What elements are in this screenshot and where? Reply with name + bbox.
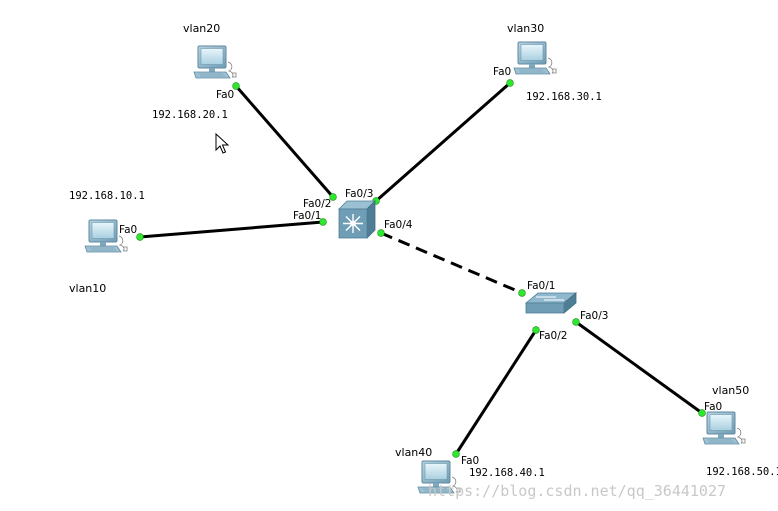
link-light <box>506 79 514 87</box>
link-light <box>136 233 144 241</box>
link-access-pc50 <box>575 320 703 415</box>
link-light <box>377 229 385 237</box>
multilayer-switch-icon[interactable] <box>338 200 376 239</box>
pc-icon[interactable] <box>193 45 237 79</box>
pc-icon[interactable] <box>702 411 746 445</box>
link-light <box>232 82 240 90</box>
link-light <box>532 326 540 334</box>
host-vlan-label: vlan20 <box>183 22 220 35</box>
link-access-pc40 <box>454 329 538 455</box>
host-port-label: Fa0 <box>493 66 511 78</box>
watermark-text: https://blog.csdn.net/qq_36441027 <box>428 482 726 500</box>
host-ip-label: 192.168.10.1 <box>69 190 145 202</box>
host-ip-label: 192.168.30.1 <box>526 91 602 103</box>
host-port-label: Fa0 <box>119 224 137 236</box>
link-pc10-core <box>139 220 324 239</box>
link-light <box>518 289 526 297</box>
host-vlan-label: vlan30 <box>507 22 544 35</box>
link-light <box>329 193 337 201</box>
core-port-label: Fa0/3 <box>345 188 373 200</box>
host-port-label: Fa0 <box>704 401 722 413</box>
core-port-label: Fa0/2 <box>303 198 331 210</box>
host-vlan-label: vlan40 <box>395 446 432 459</box>
access-port-label: Fa0/1 <box>527 280 555 292</box>
host-ip-label: 192.168.40.1 <box>469 467 545 479</box>
core-port-label: Fa0/4 <box>384 219 413 231</box>
access-port-label: Fa0/2 <box>539 330 567 342</box>
link-core-access[interactable] <box>380 231 523 295</box>
link-light <box>572 318 580 326</box>
link-light <box>319 218 327 226</box>
mouse-cursor-icon <box>215 132 230 154</box>
host-ip-label: 192.168.20.1 <box>152 109 228 121</box>
link-pc20-core <box>234 85 335 198</box>
pc-icon[interactable] <box>513 41 557 75</box>
host-vlan-label: vlan10 <box>69 282 106 295</box>
link-light <box>452 450 460 458</box>
link-light <box>698 409 706 417</box>
link-pc30-core <box>375 81 511 203</box>
host-vlan-label: vlan50 <box>712 384 749 397</box>
host-port-label: Fa0 <box>216 89 234 101</box>
link-lights <box>136 79 706 458</box>
switch-icon[interactable] <box>524 292 578 314</box>
core-port-label: Fa0/1 <box>293 210 321 222</box>
links <box>139 81 703 455</box>
host-port-label: Fa0 <box>461 455 479 467</box>
host-ip-label: 192.168.50.1 <box>706 466 778 478</box>
access-port-label: Fa0/3 <box>580 310 608 322</box>
